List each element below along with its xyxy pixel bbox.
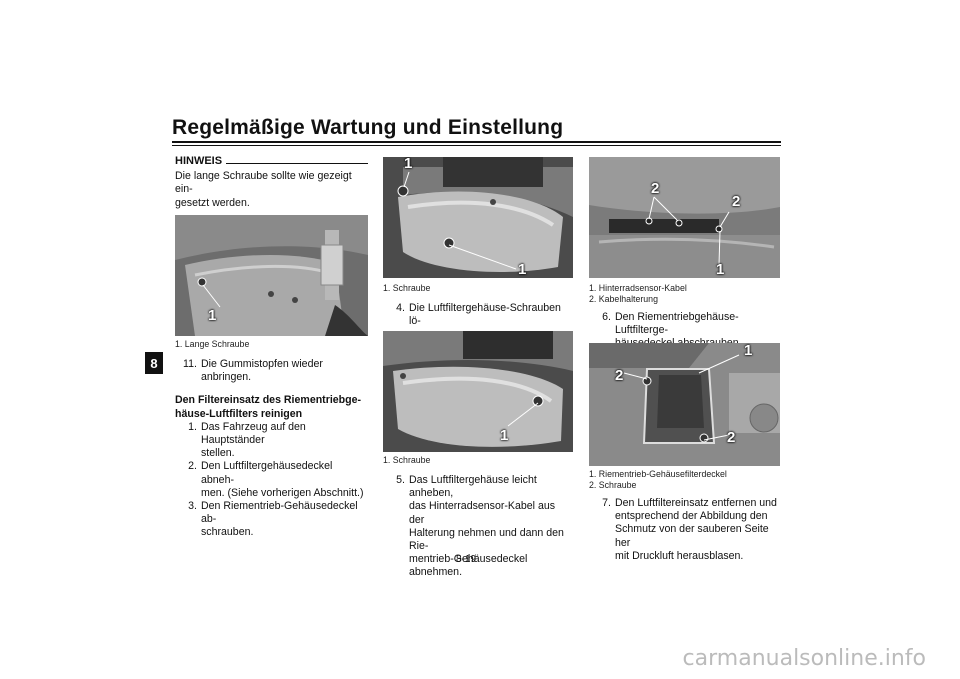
photo-sensor-cable: 2 2 1 bbox=[589, 157, 780, 278]
photo-filter-cover: 2 1 2 bbox=[589, 343, 780, 466]
callout-2d: 2 bbox=[727, 429, 736, 446]
column-3-lower: 1. Riementrieb-Gehäusefilterdeckel 2. Sc… bbox=[589, 469, 780, 563]
caption-screw-2: 1. Schraube bbox=[383, 455, 431, 465]
step-4: 4. Die Luftfiltergehäuse-Schrauben lö- s… bbox=[396, 302, 561, 340]
column-2-lower: 1. Schraube 5. Das Luftfiltergehäuse lei… bbox=[383, 455, 573, 580]
photo-housing-screws: 1 1 bbox=[383, 157, 573, 278]
page-number: 8-19 bbox=[456, 554, 477, 565]
callout-1: 1 bbox=[208, 307, 217, 324]
note-heading: HINWEIS bbox=[175, 155, 368, 168]
caption-long-screw: 1. Lange Schraube bbox=[175, 339, 250, 349]
column-1-lower: 1. Lange Schraube 11. Die Gummistopfen w… bbox=[175, 339, 368, 540]
step-5: 5. Das Luftfiltergehäuse leicht anheben,… bbox=[396, 474, 564, 579]
watermark: carmanualsonline.info bbox=[682, 646, 926, 671]
title-rule bbox=[172, 141, 781, 143]
callout-2c: 2 bbox=[615, 367, 624, 384]
step-7: 7. Den Luftfiltereinsatz entfernen und e… bbox=[602, 497, 777, 562]
page-title: Regelmäßige Wartung und Einstellung bbox=[172, 116, 564, 139]
caption-sensor-cable: 1. Hinterradsensor-Kabel bbox=[589, 283, 687, 293]
callout-1a: 1 bbox=[404, 157, 413, 172]
column-2-mid: 1. Schraube 4. Die Luftfiltergehäuse-Sch… bbox=[383, 283, 573, 342]
title-rule-thin bbox=[172, 145, 781, 146]
caption-screw-3: 2. Schraube bbox=[589, 480, 637, 490]
caption-filter-cover: 1. Riementrieb-Gehäusefilterdeckel bbox=[589, 469, 727, 479]
callout-1e: 1 bbox=[744, 343, 753, 359]
note-text: Die lange Schraube sollte wie gezeigt ei… bbox=[175, 170, 352, 209]
column-1: HINWEIS Die lange Schraube sollte wie ge… bbox=[175, 155, 368, 218]
section-title: Den Filtereinsatz des Riementriebge- häu… bbox=[175, 394, 362, 420]
step-1: 1. Das Fahrzeug auf den Hauptständer ste… bbox=[188, 420, 306, 460]
callout-2a: 2 bbox=[651, 180, 660, 197]
callout-1b: 1 bbox=[518, 261, 527, 278]
callout-1c: 1 bbox=[500, 427, 509, 444]
step-2: 2. Den Luftfiltergehäusedeckel abneh- me… bbox=[188, 460, 364, 499]
callout-1d: 1 bbox=[716, 261, 725, 278]
caption-screw-1: 1. Schraube bbox=[383, 283, 431, 293]
caption-cable-holder: 2. Kabelhalterung bbox=[589, 294, 658, 304]
chapter-tab: 8 bbox=[145, 352, 163, 374]
column-3-mid: 1. Hinterradsensor-Kabel 2. Kabelhalteru… bbox=[589, 283, 780, 351]
callout-2b: 2 bbox=[732, 193, 741, 210]
photo-long-screw: 1 bbox=[175, 215, 368, 336]
step-3: 3. Den Riementrieb-Gehäusedeckel ab- sch… bbox=[188, 500, 358, 539]
step-11: 11. Die Gummistopfen wieder anbringen. bbox=[183, 358, 323, 384]
photo-housing-screw: 1 bbox=[383, 331, 573, 452]
note-title: HINWEIS bbox=[175, 155, 223, 167]
